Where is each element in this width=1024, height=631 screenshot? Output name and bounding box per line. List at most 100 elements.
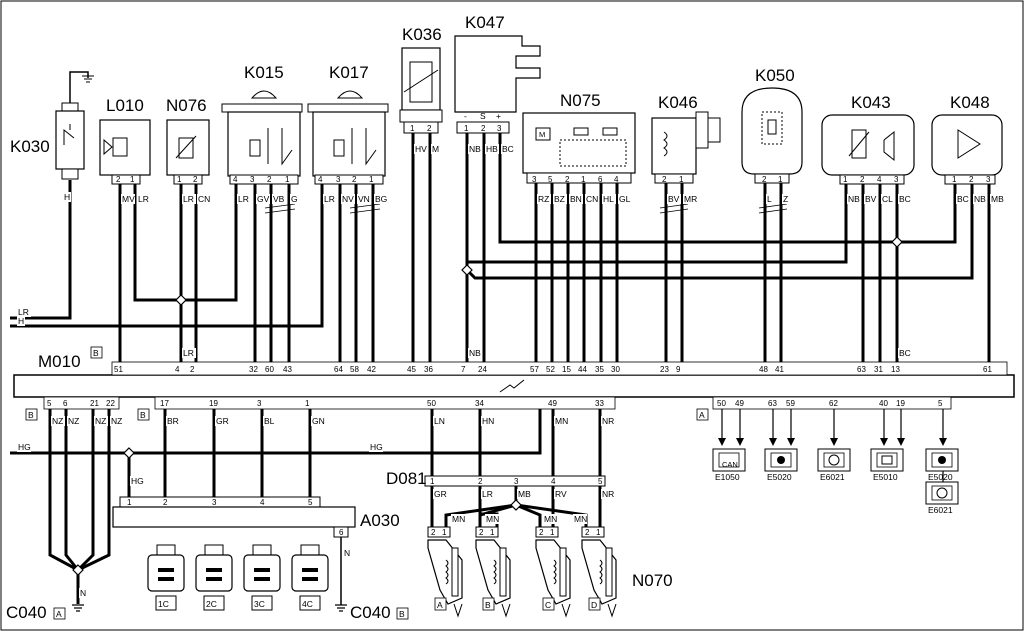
wire-label: VB xyxy=(272,194,286,204)
component-pin: 2 xyxy=(969,175,974,184)
wire-label-text: GV xyxy=(257,194,270,204)
wire-label-text: G xyxy=(291,194,298,204)
m010-pin: 23 xyxy=(660,365,669,374)
svg-text:A: A xyxy=(56,609,62,619)
component-pin: 2 xyxy=(193,175,198,184)
k015-component: K015 xyxy=(221,63,303,185)
m010-pin: 61 xyxy=(983,365,992,374)
m010-label: M010 xyxy=(38,352,81,371)
m010-pin: 9 xyxy=(676,365,681,374)
can-label: CAN xyxy=(722,460,738,469)
k017-label: K017 xyxy=(329,63,369,82)
wire-label: Z xyxy=(782,194,790,204)
k047-component: K047 - S + xyxy=(454,13,541,134)
wire-label-text: BC xyxy=(957,194,969,204)
k043-label: K043 xyxy=(851,93,891,112)
wire-label: MN xyxy=(543,514,557,524)
svg-text:B: B xyxy=(93,348,99,358)
wire-label-text: NZ xyxy=(111,416,122,426)
d081-splice: D081 xyxy=(386,469,606,488)
m010-pin: 42 xyxy=(367,365,376,374)
wire-label: MR xyxy=(683,194,697,204)
component-pin: 4 xyxy=(614,175,619,184)
wire-label: N xyxy=(343,548,351,558)
wire-label: CL xyxy=(881,194,895,204)
wire-label-text: GR xyxy=(216,416,229,426)
m010-top-connector xyxy=(111,361,1008,376)
wire-label-text: NR xyxy=(602,489,614,499)
wire-mb-2 xyxy=(478,503,517,528)
wire-label-text: BV xyxy=(668,194,680,204)
m010-pin: 33 xyxy=(595,399,604,408)
component-pin: 2 xyxy=(267,175,272,184)
m010-pin: 19 xyxy=(209,399,218,408)
wire-label: NB xyxy=(468,348,482,358)
wire-label-text: BG xyxy=(375,194,387,204)
wire-label: MB xyxy=(517,489,531,499)
component-pin: 2 xyxy=(481,124,486,133)
m010-pin: 51 xyxy=(114,365,123,374)
m010-pin: 40 xyxy=(879,399,888,408)
component-pin: 1 xyxy=(177,175,182,184)
ignition-coil: 4C xyxy=(291,544,329,611)
wire-label: NB xyxy=(847,194,861,204)
wire-label-text: MN xyxy=(574,514,587,524)
component-pin: 2 xyxy=(116,175,121,184)
wire-label: MB xyxy=(990,194,1004,204)
wire-label-text: LR xyxy=(183,194,194,204)
wire-label-text: BV xyxy=(865,194,877,204)
component-pin: 1 xyxy=(285,175,290,184)
wire-bc-k048 xyxy=(897,183,957,244)
wire-label-text: GR xyxy=(434,489,447,499)
wire-label: BL xyxy=(263,416,277,426)
wire-label-text: LR xyxy=(18,307,29,317)
reference-label: E5010 xyxy=(873,472,898,482)
wire-label-text: N xyxy=(80,588,86,598)
reference-label: E5020 xyxy=(928,472,953,482)
wire-label: BR xyxy=(166,416,180,426)
m010-ecu: M010 B B B A xyxy=(13,346,1015,421)
component-pin: 2 xyxy=(762,175,767,184)
d081-pin: 3 xyxy=(514,477,519,486)
m010-pin: 1 xyxy=(305,399,310,408)
component-pin: 1 xyxy=(952,175,957,184)
wire-label-text: MN xyxy=(544,514,557,524)
a030-pin: 5 xyxy=(308,498,313,507)
injector-pin: 1 xyxy=(550,528,555,537)
connector-a-arrows xyxy=(718,438,947,446)
wire-label: HV xyxy=(414,144,428,154)
m010-connector-b-left xyxy=(43,396,120,410)
wire-label: GR xyxy=(215,416,229,426)
a030-component: A030 xyxy=(112,496,400,538)
a030-pin: 4 xyxy=(260,498,265,507)
k036-component: K036 xyxy=(399,25,443,134)
m010-pin: 63 xyxy=(857,365,866,374)
m010-pin: 21 xyxy=(90,399,99,408)
c040-b-label: C040 xyxy=(350,603,391,622)
wire-lr-bus xyxy=(10,183,324,328)
m010-pin: 59 xyxy=(786,399,795,408)
component-pin: 3 xyxy=(336,175,341,184)
wire-label-text: NZ xyxy=(68,416,79,426)
svg-text:M: M xyxy=(539,130,545,139)
wire-label: VN xyxy=(357,194,371,204)
m010-pin: 45 xyxy=(407,365,416,374)
wire-label: NV xyxy=(341,194,355,204)
wire-label: HB xyxy=(485,144,499,154)
wire-label-text: LR xyxy=(138,194,149,204)
wire-label-text: CN xyxy=(198,194,210,204)
m010-pin: 41 xyxy=(775,365,784,374)
m010-pin: 6 xyxy=(63,399,68,408)
wire-label-text: H xyxy=(18,316,24,326)
c040-a-label: C040 xyxy=(6,603,47,622)
n076-label: N076 xyxy=(166,96,207,115)
component-pin: 4 xyxy=(233,175,238,184)
m010-pin: 31 xyxy=(874,365,883,374)
wire-label-text: HG xyxy=(18,442,31,452)
k030-label: K030 xyxy=(10,137,50,156)
wire-label: LR xyxy=(481,489,495,499)
